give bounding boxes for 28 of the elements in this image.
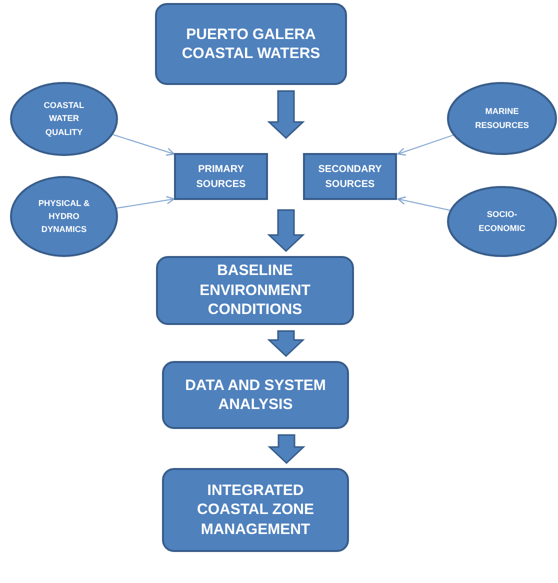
arrow	[397, 196, 450, 211]
arrow	[397, 134, 454, 156]
node-label: PUERTO GALERA COASTAL WATERS	[180, 24, 322, 64]
arrow	[116, 196, 175, 209]
node-label: BASELINE ENVIRONMENT CONDITIONS	[198, 261, 312, 320]
process-box	[156, 256, 354, 325]
source-box	[174, 153, 268, 200]
block-arrow	[267, 90, 305, 140]
node-label: MARINE RESOURCES	[474, 105, 530, 132]
topic-ellipse	[447, 186, 557, 257]
block-arrow	[267, 330, 305, 358]
arrow	[112, 134, 175, 156]
process-box	[162, 361, 349, 429]
node-label: COASTAL WATER QUALITY	[42, 99, 86, 139]
node-label: DATA AND SYSTEM ANALYSIS	[184, 376, 327, 414]
topic-ellipse	[10, 82, 118, 156]
node-label: SOCIO-ECONOMIC	[478, 208, 526, 234]
node-label: PHYSICAL & HYDRO DYNAMICS	[37, 196, 91, 236]
source-box	[303, 153, 397, 200]
process-box	[162, 468, 349, 552]
block-arrow	[268, 434, 306, 464]
topic-ellipse	[447, 82, 557, 155]
topic-ellipse	[10, 176, 118, 257]
node-label: SECONDARY SOURCES	[317, 162, 383, 192]
block-arrow	[267, 209, 305, 252]
node-label: INTEGRATED COASTAL ZONE MANAGEMENT	[196, 480, 315, 540]
process-box	[155, 3, 347, 85]
node-label: PRIMARY SOURCES	[195, 162, 247, 192]
